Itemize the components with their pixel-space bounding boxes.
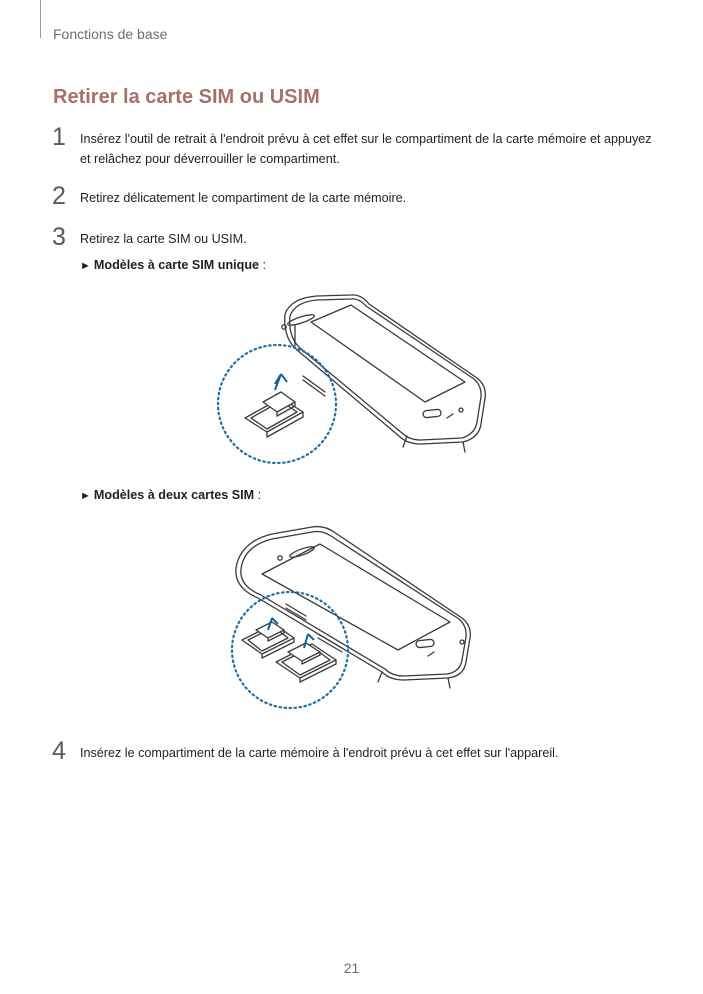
zoom-highlight-ring bbox=[230, 590, 350, 710]
model-label-text: Modèles à deux cartes SIM bbox=[93, 488, 255, 502]
page-number: 21 bbox=[343, 960, 360, 976]
upward-arrow-icon bbox=[274, 373, 288, 391]
triangle-right-icon: ► bbox=[80, 490, 91, 502]
sim-card bbox=[262, 391, 296, 417]
model-label-suffix: : bbox=[254, 488, 262, 502]
upward-arrow-icon bbox=[303, 633, 315, 649]
header-title: Fonctions de base bbox=[53, 26, 168, 42]
zoom-highlight-ring bbox=[216, 343, 338, 465]
card-tray bbox=[244, 397, 304, 438]
section-title: Retirer la carte SIM ou USIM bbox=[53, 86, 320, 108]
phone-screen bbox=[310, 304, 466, 403]
step-text-2: Retirez délicatement le compartiment de … bbox=[80, 191, 407, 205]
model-label-dual-sim: ►Modèles à deux cartes SIM : bbox=[80, 488, 261, 502]
model-label-text: Modèles à carte SIM unique bbox=[93, 258, 260, 272]
phone-outline bbox=[284, 294, 486, 453]
model-label-single-sim: ►Modèles à carte SIM unique : bbox=[80, 258, 266, 272]
sensor-dot bbox=[459, 639, 465, 645]
sim-card-1 bbox=[255, 621, 285, 642]
model-label-suffix: : bbox=[259, 258, 267, 272]
home-button bbox=[415, 638, 435, 649]
speaker-grille bbox=[287, 314, 315, 326]
home-button bbox=[422, 408, 442, 419]
header-rule bbox=[40, 0, 41, 38]
sensor-dot bbox=[458, 407, 464, 413]
front-camera-icon bbox=[277, 555, 283, 561]
step-number-1: 1 bbox=[52, 123, 66, 151]
sim-card-2 bbox=[287, 642, 321, 665]
step-text-4: Insérez le compartiment de la carte mémo… bbox=[80, 746, 559, 760]
step-number-2: 2 bbox=[52, 182, 66, 210]
phone-outline bbox=[235, 525, 471, 689]
step-number-3: 3 bbox=[52, 223, 66, 251]
step-text-3: Retirez la carte SIM ou USIM. bbox=[80, 232, 247, 246]
dual-sim-illustration bbox=[230, 525, 471, 710]
upward-arrow-icon bbox=[267, 617, 279, 631]
phone-screen bbox=[261, 543, 451, 651]
step-number-4: 4 bbox=[52, 737, 66, 765]
step-text-1: Insérez l'outil de retrait à l'endroit p… bbox=[80, 132, 652, 166]
triangle-right-icon: ► bbox=[80, 260, 91, 272]
single-sim-illustration bbox=[216, 294, 486, 465]
speaker-grille bbox=[289, 546, 315, 558]
front-camera-icon bbox=[281, 324, 287, 330]
